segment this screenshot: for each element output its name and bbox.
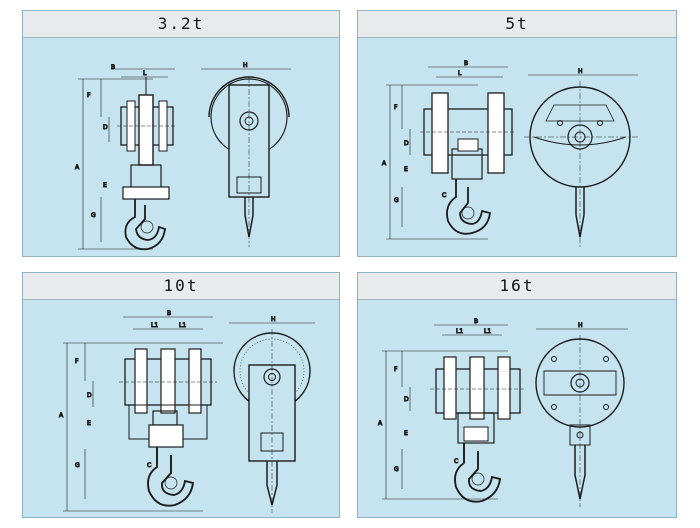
svg-text:D: D [87,392,92,399]
svg-text:D: D [404,140,409,147]
svg-text:A: A [382,160,387,167]
svg-text:A: A [59,412,64,419]
svg-text:C: C [147,462,151,469]
svg-text:E: E [103,182,107,189]
svg-text:H: H [578,322,583,329]
svg-text:H: H [243,62,248,69]
svg-text:D: D [404,396,409,403]
svg-text:A: A [378,420,383,427]
panel-title: 3.2t [23,11,339,38]
svg-text:F: F [394,366,398,373]
panel-16t: 16t B L1 L1 F D A E G C H [357,272,677,518]
svg-text:L1: L1 [179,322,186,329]
svg-text:B: B [167,310,171,317]
panel-title: 10t [23,273,339,300]
svg-text:L: L [143,70,147,77]
svg-text:B: B [111,64,115,71]
svg-text:E: E [87,420,91,427]
svg-text:E: E [404,430,408,437]
svg-text:F: F [394,104,398,111]
svg-text:C: C [454,458,458,465]
panel-3-2t: 3.2t B L F D A E G H [22,10,340,257]
svg-text:C: C [442,192,446,199]
svg-text:G: G [394,466,399,473]
svg-text:D: D [103,124,108,131]
hook-block-drawing-16t: B L1 L1 F D A E G C H [378,318,628,507]
svg-text:E: E [404,166,408,173]
hook-block-drawing-10t: B L1 L1 F D A E G C H [59,310,315,513]
svg-text:L1: L1 [456,328,463,335]
svg-text:L1: L1 [151,322,158,329]
panel-title: 5t [358,11,676,38]
panel-10t: 10t B L1 L1 F D A E G C H [22,272,340,518]
svg-text:B: B [474,318,478,325]
svg-text:H: H [271,316,276,323]
svg-text:B: B [464,60,468,67]
hook-block-drawing-5t: B L F D A E G C H [382,60,638,249]
svg-text:L: L [458,70,462,77]
svg-text:G: G [394,197,399,204]
svg-text:H: H [578,68,583,75]
svg-text:A: A [75,164,80,171]
svg-text:L1: L1 [484,328,491,335]
svg-text:G: G [75,462,80,469]
panel-5t: 5t B L F D A E G C H [357,10,677,257]
svg-text:G: G [91,212,96,219]
svg-text:F: F [75,358,79,365]
hook-block-drawing-3-2t: B L F D A E G H [75,62,291,251]
panel-title: 16t [358,273,676,300]
svg-text:F: F [87,92,91,99]
